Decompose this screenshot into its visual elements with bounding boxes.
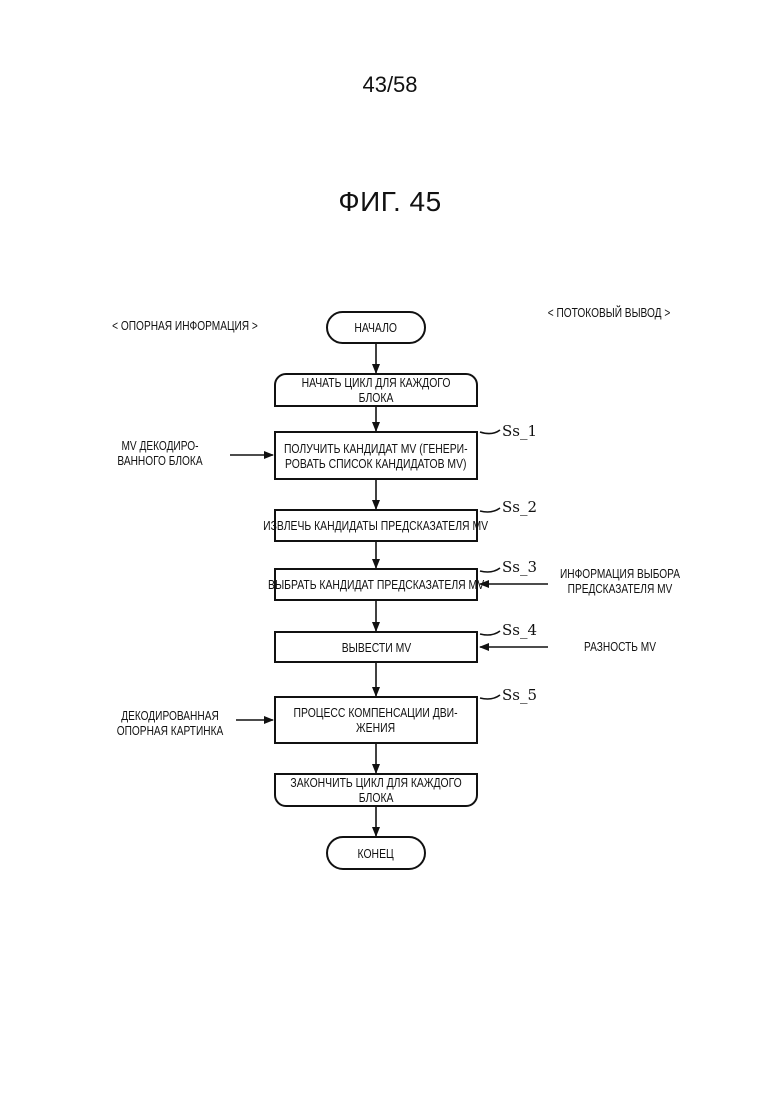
start-label: НАЧАЛО [355,320,398,335]
input-reference-picture-line-2: ОПОРНАЯ КАРТИНКА [112,723,229,738]
input-mv-difference: РАЗНОСТЬ MV [565,639,674,654]
leader-ss4 [480,631,500,635]
step1-box: ПОЛУЧИТЬ КАНДИДАТ MV (ГЕНЕРИ- РОВАТЬ СПИ… [274,431,478,480]
step-id-ss2: Ss_2 [502,498,537,516]
step2-label: ИЗВЛЕЧЬ КАНДИДАТЫ ПРЕДСКАЗАТЕЛЯ MV [264,518,489,533]
step5-line-2: ЖЕНИЯ [294,720,458,735]
step-id-ss5: Ss_5 [502,686,537,704]
end-terminal: КОНЕЦ [326,836,426,870]
leader-ss2 [480,508,500,512]
start-terminal: НАЧАЛО [326,311,426,344]
input-mv-decoded-block: MV ДЕКОДИРО- ВАННОГО БЛОКА [102,438,219,468]
loop-start-block: НАЧАТЬ ЦИКЛ ДЛЯ КАЖДОГО БЛОКА [274,373,478,407]
step1-line-1: ПОЛУЧИТЬ КАНДИДАТ MV (ГЕНЕРИ- [284,441,468,456]
input-mv-decoded-line-2: ВАННОГО БЛОКА [102,453,219,468]
step-id-ss1: Ss_1 [502,422,537,440]
loop-end-line-1: ЗАКОНЧИТЬ ЦИКЛ ДЛЯ КАЖДОГО [290,775,461,790]
step5-box: ПРОЦЕСС КОМПЕНСАЦИИ ДВИ- ЖЕНИЯ [274,696,478,744]
end-label: КОНЕЦ [358,846,394,861]
input-predictor-selection-info: ИНФОРМАЦИЯ ВЫБОРА ПРЕДСКАЗАТЕЛЯ MV [558,566,683,596]
step3-label: ВЫБРАТЬ КАНДИДАТ ПРЕДСКАЗАТЕЛЯ MV [268,577,484,592]
step3-box: ВЫБРАТЬ КАНДИДАТ ПРЕДСКАЗАТЕЛЯ MV [274,568,478,601]
loop-start-line-2: БЛОКА [302,390,451,405]
step-id-ss4: Ss_4 [502,621,537,639]
leader-ss3 [480,568,500,572]
step4-label: ВЫВЕСТИ MV [341,640,411,655]
step5-line-1: ПРОЦЕСС КОМПЕНСАЦИИ ДВИ- [294,705,458,720]
leader-ss5 [480,695,500,699]
input-predictor-info-line-2: ПРЕДСКАЗАТЕЛЯ MV [558,581,683,596]
input-predictor-info-line-1: ИНФОРМАЦИЯ ВЫБОРА [558,566,683,581]
loop-start-line-1: НАЧАТЬ ЦИКЛ ДЛЯ КАЖДОГО [302,375,451,390]
input-reference-picture-line-1: ДЕКОДИРОВАННАЯ [112,708,229,723]
step4-box: ВЫВЕСТИ MV [274,631,478,663]
leader-ss1 [480,430,500,434]
step1-line-2: РОВАТЬ СПИСОК КАНДИДАТОВ MV) [284,456,468,471]
input-decoded-reference-picture: ДЕКОДИРОВАННАЯ ОПОРНАЯ КАРТИНКА [112,708,229,738]
step2-box: ИЗВЛЕЧЬ КАНДИДАТЫ ПРЕДСКАЗАТЕЛЯ MV [274,509,478,542]
step-id-ss3: Ss_3 [502,558,537,576]
loop-end-block: ЗАКОНЧИТЬ ЦИКЛ ДЛЯ КАЖДОГО БЛОКА [274,773,478,807]
input-mv-decoded-line-1: MV ДЕКОДИРО- [102,438,219,453]
loop-end-line-2: БЛОКА [290,790,461,805]
